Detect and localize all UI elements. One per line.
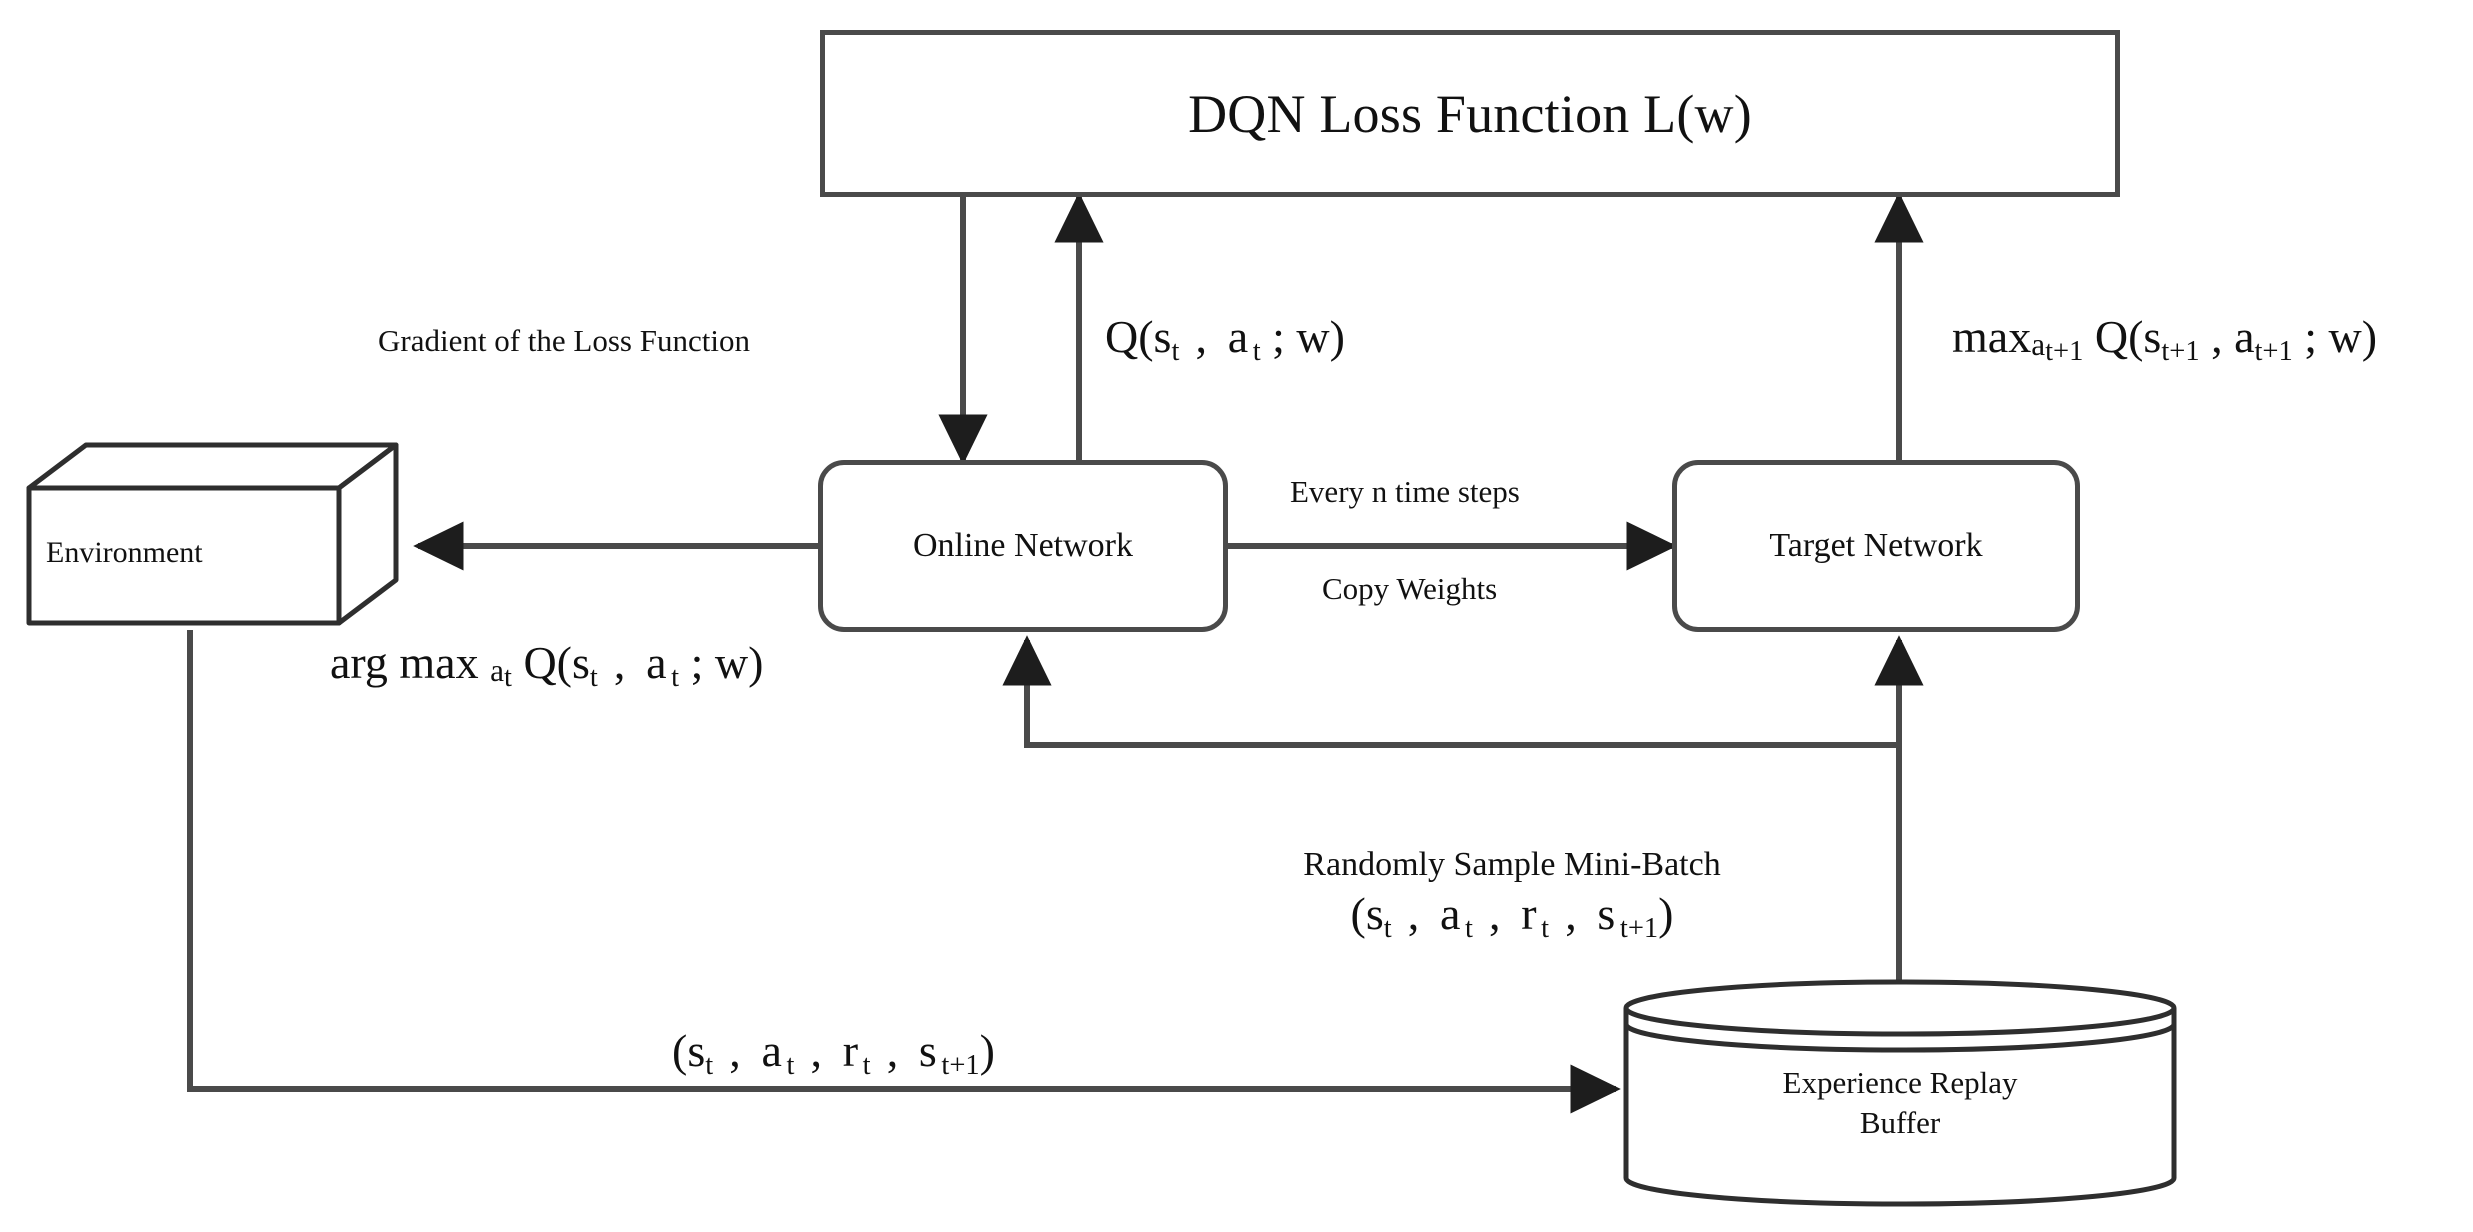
q-online-fn: Q(s	[1105, 311, 1172, 362]
env-tuple-open: (s	[672, 1025, 706, 1076]
env-tuple-close: )	[979, 1025, 995, 1076]
edge-label-environment-transition: (st , at , rt , st+1)	[672, 1025, 995, 1081]
argmax-sub-2: t	[671, 661, 680, 693]
tuple-close: )	[1658, 888, 1674, 940]
q-target-sub-2: t+1	[2254, 335, 2293, 367]
node-dqn-loss-function-label: DQN Loss Function L(w)	[1188, 83, 1752, 144]
node-experience-replay-buffer[interactable]: Experience Replay Buffer	[1620, 978, 2180, 1210]
env-tuple-c3: , s	[870, 1025, 942, 1076]
q-online-tail: ; w)	[1260, 311, 1345, 362]
argmax-sub-t: t	[504, 661, 512, 693]
edge-label-gradient-text: Gradient of the Loss Function	[378, 323, 750, 358]
node-online-network-label: Online Network	[912, 527, 1133, 564]
argmax-sub-a: a	[490, 653, 504, 689]
env-tuple-s-sub: t	[705, 1049, 714, 1081]
edge-label-copy-weights: Copy Weights	[1322, 571, 1498, 606]
env-tuple-c1: , a	[713, 1025, 787, 1076]
edge-label-argmax: arg max at Q(st , at ; w)	[330, 637, 764, 693]
tuple-s-sub: t	[1383, 913, 1392, 945]
node-buffer-label-line1: Experience Replay	[1620, 1064, 2180, 1102]
q-target-pre: max	[1952, 311, 2032, 362]
node-target-network-label: Target Network	[1769, 527, 1983, 564]
env-tuple-r-sub: t	[862, 1049, 871, 1081]
edge-label-copy-weights-text: Copy Weights	[1322, 571, 1498, 606]
tuple-c1: , a	[1391, 888, 1465, 940]
cylinder-shape	[1623, 979, 2177, 1207]
edge-label-sample-minibatch: Randomly Sample Mini-Batch (st , at , rt…	[1252, 846, 1772, 945]
tuple-a-sub: t	[1465, 913, 1473, 945]
q-online-mid: , a	[1179, 311, 1253, 362]
argmax-mid: , a	[597, 637, 672, 688]
edge-label-q-target: maxat+1 Q(st+1 , at+1 ; w)	[1952, 311, 2378, 367]
q-target-tail: ; w)	[2292, 311, 2378, 362]
q-online-sub-t1: t	[1171, 335, 1180, 367]
argmax-sub-1: t	[589, 661, 598, 693]
argmax-tail: ; w)	[679, 637, 764, 688]
environment-3d-shape	[26, 442, 399, 626]
edge-buffer-to-online	[1002, 635, 1899, 748]
argmax-fn: Q(s	[511, 637, 590, 688]
tuple-open: (s	[1350, 888, 1384, 940]
edge-label-q-online: Q(st , at ; w)	[1105, 311, 1345, 367]
node-dqn-loss-function[interactable]: DQN Loss Function L(w)	[820, 30, 2120, 197]
edge-label-gradient: Gradient of the Loss Function	[378, 323, 750, 358]
env-tuple-c2: , r	[794, 1025, 863, 1076]
buffer-label-text-2: Buffer	[1859, 1105, 1941, 1140]
q-online-sub-t2: t	[1252, 335, 1261, 367]
q-target-pre-sub-t1: t+1	[2045, 335, 2084, 367]
q-target-pre-sub-a: a	[2031, 327, 2046, 363]
edge-environment-to-buffer	[187, 630, 1621, 1114]
node-online-network[interactable]: Online Network	[818, 460, 1228, 632]
q-target-mid: , a	[2199, 311, 2255, 362]
env-tuple-a-sub: t	[786, 1049, 795, 1081]
edge-label-minibatch-text: Randomly Sample Mini-Batch	[1303, 846, 1721, 883]
buffer-label-text-1: Experience Replay	[1782, 1065, 2018, 1100]
node-environment-label: Environment	[46, 536, 203, 569]
env-tuple-s2-sub: t+1	[941, 1049, 980, 1081]
node-target-network[interactable]: Target Network	[1672, 460, 2080, 632]
edge-label-every-n-steps-text: Every n time steps	[1290, 474, 1520, 509]
node-environment[interactable]: Environment	[24, 440, 424, 630]
argmax-pre: arg max	[330, 637, 491, 688]
minibatch-tuple: (st , at , rt , st+1)	[1252, 888, 1772, 945]
tuple-s2-sub: t+1	[1619, 913, 1659, 945]
node-buffer-label-line2: Buffer	[1620, 1104, 2180, 1142]
q-target-sub-1: t+1	[2161, 335, 2200, 367]
tuple-r-sub: t	[1541, 913, 1550, 945]
edge-label-every-n-steps: Every n time steps	[1290, 474, 1520, 509]
tuple-c3: , s	[1549, 888, 1620, 940]
q-target-fn: Q(s	[2083, 311, 2162, 362]
tuple-c2: , r	[1472, 888, 1542, 940]
